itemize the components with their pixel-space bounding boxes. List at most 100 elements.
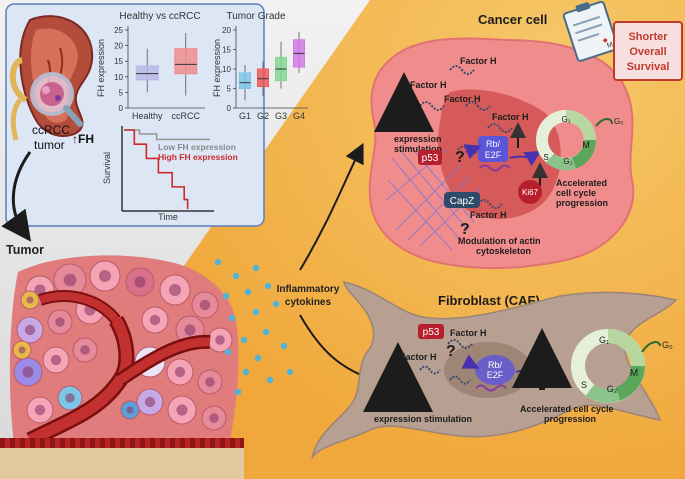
fib-p53-label: p53 [423,327,440,338]
cytokine-dot [244,288,252,296]
tumor-cell-nucleus [22,366,34,378]
cancer-factor-h-3: Factor H [444,94,481,104]
cancer-factor-h-4: Factor H [492,112,529,122]
survival-curve [124,129,210,141]
tumor-cell-nucleus [176,404,188,416]
cytokine-dots [214,258,294,396]
capz-box [444,192,480,208]
tumor-cell-nucleus [209,413,219,423]
cancer-m-label: M [582,140,590,150]
cytokine-dot [214,258,222,266]
tumor-cell-nucleus [174,366,186,378]
cytokine-dot [272,300,280,308]
tumor-cell-nucleus [199,299,211,311]
cancer-expression-line1: Factor H [394,124,431,134]
tumor-cell-nucleus [34,284,46,296]
arrow-to-cancer-cell [299,142,364,271]
cytokine-dot [286,368,294,376]
y-tick-label: 5 [119,88,124,97]
capz-label: CapZ [450,196,474,207]
cancer-expression-line2: expression [394,134,442,144]
y-tick-label: 15 [222,46,231,55]
modulation-line2: cytoskeleton [476,246,531,256]
cancer-factor-h-5: Factor H [470,210,507,220]
tumor-cell-nucleus [50,354,62,366]
chart1-ylabel: FH expression [96,39,106,97]
ki67-circle [518,180,542,204]
tumor-cell-nucleus [126,406,134,414]
y-tick-label: 10 [114,73,123,82]
fib-expression-line1: Factor H [374,404,411,414]
tumor-cell-nucleus [149,314,161,326]
fib-p53-to-rb-arrow [461,354,480,369]
cytokine-dot [266,376,274,384]
dna-strand-icon [479,164,511,172]
fib-g0-label: G₀ [662,340,673,350]
cytokine-dot [254,354,262,362]
cancer-accelerated-line1: Accelerated [556,178,607,188]
cancer-question-2: ? [460,221,470,238]
cancer-accelerated-line3: progression [556,198,608,208]
box-healthy [135,65,159,81]
tumor-cell-nucleus [169,284,181,296]
fib-dna-strand-icon [475,384,507,392]
x-tick-label: G3 [275,111,287,121]
tumor-cell-nucleus [63,273,77,287]
survival-line1: Shorter [628,31,668,43]
cancer-s-label: S [543,153,548,162]
cancer-cell-cycle-ring [536,110,613,171]
shorter-survival-box [613,21,683,81]
survival-line3: Survival [627,61,670,73]
box-g1 [239,72,251,90]
survival-line2: Overall [629,46,666,58]
magnifier-icon [30,72,83,127]
tumor-cell-nucleus [55,317,65,327]
chart-survival: Survival Time Low FH expression High FH … [102,126,238,222]
box-ccrcc [174,48,198,75]
cytokine-dot [222,292,230,300]
tumor-cell-nucleus [99,270,111,282]
cancer-accelerated-line2: cell cycle [556,188,596,198]
cancer-rb-line1: Rb/ [486,139,501,149]
tumor-label: tumor [34,138,65,152]
x-tick-label: G2 [257,111,269,121]
x-tick-label: G4 [293,111,305,121]
fibroblast-title: Fibroblast (CAF) [438,293,540,308]
cancer-factor-h-1: Factor H [460,56,497,66]
tumor-cell-nucleus [34,404,46,416]
fib-rb-line2: E2F [487,370,504,380]
fib-expression-line2: expression stimulation [374,414,472,424]
cancer-g0-arrow [595,118,613,127]
x-tick-label: G1 [239,111,251,121]
cytokine-dot [280,342,288,350]
fh-up-label: ↑FH [72,132,94,146]
box-g2 [257,68,269,88]
legend-low-fh: Low FH expression [158,142,236,152]
cancer-g2-label: G₂ [563,157,572,166]
cancer-rb-line2: E2F [485,150,502,160]
tumor-cell-nucleus [205,377,215,387]
cytokine-dot [252,264,260,272]
fib-question: ? [446,343,456,360]
x-tick-label: ccRCC [172,111,201,121]
cancer-rb-box [478,136,508,162]
chart3-ylabel: Survival [102,152,112,184]
fib-factor-h-2: Factor H [400,352,437,362]
y-tick-label: 5 [227,85,232,94]
tumor-cell-nucleus [65,393,75,403]
cytokine-dot [264,282,272,290]
tumor-cell-nucleus [215,335,225,345]
cytokines-line2: cytokines [285,297,332,308]
tumor-cell-nucleus [24,324,36,336]
cancer-cell-title: Cancer cell [478,12,547,27]
ki67-label: Ki67 [522,188,539,197]
cancer-expression-line3: stimulation [394,144,442,154]
fib-rb-line1: Rb/ [488,360,503,370]
fib-factor-h-1: Factor H [450,328,487,338]
fib-s-label: S [581,380,587,390]
modulation-line1: Modulation of actin [458,236,541,246]
y-tick-label: 15 [114,57,123,66]
tumor-title: Tumor [6,243,44,257]
